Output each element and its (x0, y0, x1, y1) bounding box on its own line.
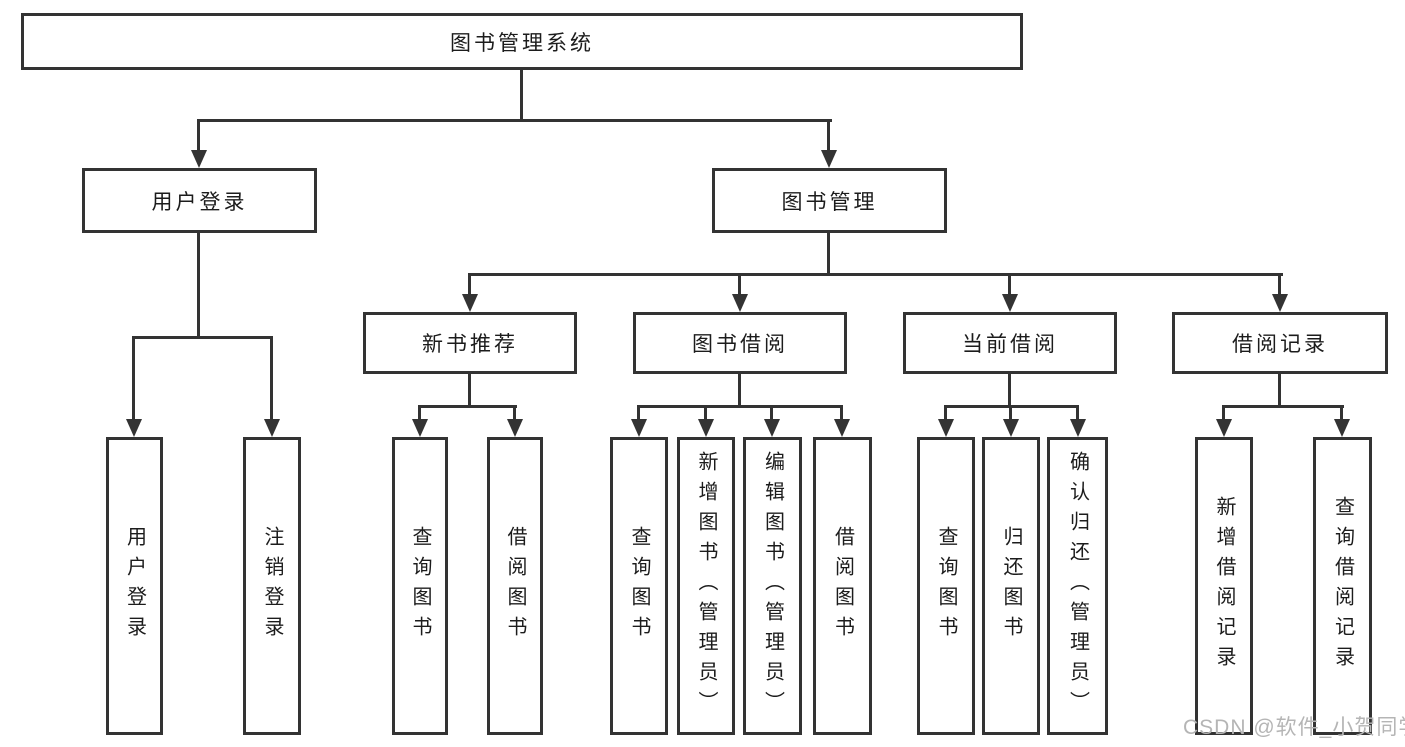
leaf-bb-query-books: 查询图书 (610, 437, 668, 735)
arrow-down-icon (631, 419, 647, 437)
leaf-nbr-query-books-label: 查询图书 (409, 526, 431, 646)
leaf-bb-edit-books-admin: 编辑图书（管理员） (743, 437, 802, 735)
leaf-nbr-query-books: 查询图书 (392, 437, 448, 735)
arrow-down-icon (1003, 419, 1019, 437)
node-root-label: 图书管理系统 (450, 31, 594, 55)
leaf-bb-borrow-books: 借阅图书 (813, 437, 872, 735)
arrow-down-icon (764, 419, 780, 437)
connector-arrow-stem (1009, 405, 1012, 421)
arrow-down-icon (834, 419, 850, 437)
leaf-nbr-borrow-books: 借阅图书 (487, 437, 543, 735)
arrow-down-icon (698, 419, 714, 437)
connector-bookmgmt-split (468, 273, 1283, 276)
connector-arrow-stem (1222, 405, 1225, 421)
arrow-down-icon (1070, 419, 1086, 437)
leaf-bb-edit-books-admin-label: 编辑图书（管理员） (761, 451, 784, 721)
leaf-user-login: 用户登录 (106, 437, 163, 735)
connector-userlogin-split (132, 336, 273, 339)
arrow-down-icon (821, 150, 837, 168)
leaf-bb-add-books-admin-label: 新增图书（管理员） (695, 451, 717, 721)
arrow-down-icon (462, 294, 478, 312)
connector-arrow-stem (270, 336, 273, 421)
connector-arrow-stem (468, 273, 471, 296)
node-borrow-records: 借阅记录 (1172, 312, 1388, 374)
arrow-down-icon (1272, 294, 1288, 312)
connector-arrow-stem (513, 405, 516, 421)
leaf-br-query-record: 查询借阅记录 (1313, 437, 1372, 735)
arrow-down-icon (1002, 294, 1018, 312)
csdn-watermark: CSDN @软件_小贺同学 (1183, 716, 1405, 739)
leaf-bb-add-books-admin: 新增图书（管理员） (677, 437, 735, 735)
node-book-borrow-label: 图书借阅 (692, 333, 788, 356)
leaf-cb-return-books-label: 归还图书 (1000, 526, 1022, 646)
leaf-cb-query-books: 查询图书 (917, 437, 975, 735)
node-current-borrow: 当前借阅 (903, 312, 1117, 374)
node-book-borrow: 图书借阅 (633, 312, 847, 374)
connector-arrow-stem (1008, 273, 1011, 296)
leaf-logout: 注销登录 (243, 437, 301, 735)
connector-arrow-stem (197, 119, 200, 152)
node-user-login: 用户登录 (82, 168, 317, 233)
node-current-borrow-label: 当前借阅 (962, 333, 1058, 356)
leaf-br-query-record-label: 查询借阅记录 (1331, 496, 1354, 676)
connector-arrow-stem (1076, 405, 1079, 421)
arrow-down-icon (264, 419, 280, 437)
connector-arrow-stem (1278, 273, 1281, 296)
connector-root-drop (520, 69, 523, 122)
node-book-mgmt: 图书管理 (712, 168, 947, 233)
arrow-down-icon (938, 419, 954, 437)
connector-userlogin-drop (197, 233, 200, 339)
arrow-down-icon (1216, 419, 1232, 437)
leaf-br-add-record: 新增借阅记录 (1195, 437, 1253, 735)
connector-root-split (197, 119, 832, 122)
leaf-logout-label: 注销登录 (261, 526, 283, 646)
connector-arrow-stem (770, 405, 773, 421)
connector-records-split (1222, 405, 1344, 408)
connector-arrow-stem (827, 119, 830, 152)
arrow-down-icon (412, 419, 428, 437)
node-new-book-rec-label: 新书推荐 (422, 333, 518, 356)
leaf-cb-confirm-return-admin: 确认归还（管理员） (1047, 437, 1108, 735)
leaf-user-login-label: 用户登录 (123, 526, 146, 646)
connector-current-drop (1008, 374, 1011, 408)
connector-arrow-stem (944, 405, 947, 421)
connector-bookmgmt-drop (827, 233, 830, 276)
arrow-down-icon (191, 150, 207, 168)
arrow-down-icon (507, 419, 523, 437)
connector-arrow-stem (1340, 405, 1343, 421)
connector-arrow-stem (132, 336, 135, 421)
arrow-down-icon (1334, 419, 1350, 437)
node-user-login-label: 用户登录 (151, 190, 248, 214)
leaf-cb-return-books: 归还图书 (982, 437, 1040, 735)
connector-arrow-stem (704, 405, 707, 421)
leaf-bb-query-books-label: 查询图书 (628, 526, 650, 646)
arrow-down-icon (732, 294, 748, 312)
node-book-mgmt-label: 图书管理 (781, 190, 878, 214)
node-root: 图书管理系统 (21, 13, 1023, 70)
arrow-down-icon (126, 419, 142, 437)
leaf-cb-query-books-label: 查询图书 (935, 526, 957, 646)
connector-records-drop (1278, 374, 1281, 408)
connector-arrow-stem (738, 273, 741, 296)
node-new-book-rec: 新书推荐 (363, 312, 577, 374)
connector-newbook-split (418, 405, 517, 408)
connector-arrow-stem (637, 405, 640, 421)
connector-borrow-drop (738, 374, 741, 408)
leaf-nbr-borrow-books-label: 借阅图书 (504, 526, 526, 646)
connector-arrow-stem (418, 405, 421, 421)
leaf-cb-confirm-return-admin-label: 确认归还（管理员） (1066, 451, 1089, 721)
connector-borrow-split (637, 405, 843, 408)
connector-newbook-drop (468, 374, 471, 408)
node-borrow-records-label: 借阅记录 (1232, 333, 1328, 356)
leaf-bb-borrow-books-label: 借阅图书 (831, 526, 854, 646)
connector-arrow-stem (840, 405, 843, 421)
leaf-br-add-record-label: 新增借阅记录 (1213, 496, 1235, 676)
